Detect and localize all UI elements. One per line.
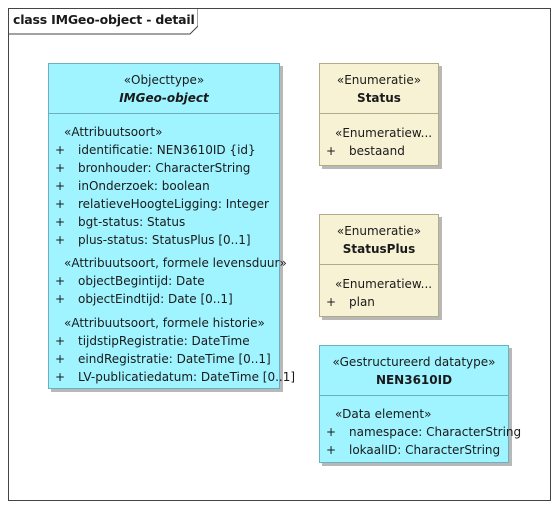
attribute-text: lokaalID: CharacterString: [349, 443, 501, 457]
section-stereotype: «Attribuutsoort, formele levensduur»: [64, 256, 287, 270]
class-nen3610id[interactable]: «Gestructureerd datatype» NEN3610ID «Dat…: [319, 345, 521, 463]
attribute-row[interactable]: + tijdstipRegistratie: DateTime: [49, 332, 279, 350]
attribute-row[interactable]: + objectEindtijd: Date [0..1]: [49, 290, 279, 308]
attribute-row[interactable]: + relatieveHoogteLigging: Integer: [49, 195, 279, 213]
attribute-row[interactable]: + bgt-status: Status: [49, 213, 279, 231]
attribute-row[interactable]: + objectBegintijd: Date: [49, 272, 279, 290]
visibility-marker: +: [55, 370, 66, 384]
attribute-section: «Attribuutsoort, formele historie» + tijd…: [49, 314, 295, 386]
attribute-text: eindRegistratie: DateTime [0..1]: [78, 352, 271, 366]
class-stereotype: «Objecttype»: [123, 73, 205, 87]
class-name: Status: [357, 91, 401, 105]
visibility-marker: +: [55, 233, 66, 247]
visibility-marker: +: [326, 425, 337, 439]
diagram-frame: [8, 8, 551, 501]
class-imgeo-object[interactable]: «Objecttype» IMGeo-object «Attribuutsoor…: [48, 63, 295, 389]
visibility-marker: +: [55, 292, 66, 306]
attribute-text: bgt-status: Status: [78, 215, 186, 229]
attribute-text: plus-status: StatusPlus [0..1]: [78, 233, 251, 247]
compartment-divider: [320, 264, 438, 265]
visibility-marker: +: [55, 143, 66, 157]
attribute-text: relatieveHoogteLigging: Integer: [78, 197, 269, 211]
class-header: «Objecttype» IMGeo-object: [49, 64, 279, 107]
attribute-row[interactable]: + bronhouder: CharacterString: [49, 159, 279, 177]
visibility-marker: +: [55, 197, 66, 211]
literal-text: plan: [349, 295, 375, 309]
attribute-row[interactable]: + lokaalID: CharacterString: [320, 441, 508, 459]
attribute-row[interactable]: + identificatie: NEN3610ID {id}: [49, 141, 279, 159]
literal-text: bestaand: [349, 144, 405, 158]
visibility-marker: +: [55, 274, 66, 288]
visibility-marker: +: [326, 144, 337, 158]
attribute-row[interactable]: + eindRegistratie: DateTime [0..1]: [49, 350, 279, 368]
visibility-marker: +: [55, 161, 66, 175]
attribute-section: «Attribuutsoort» + identificatie: NEN3610…: [49, 123, 279, 249]
literal-row[interactable]: + plan: [320, 293, 438, 311]
class-header: «Enumeratie» Status: [320, 64, 438, 107]
visibility-marker: +: [326, 295, 337, 309]
class-stereotype: «Enumeratie»: [336, 73, 422, 87]
visibility-marker: +: [55, 352, 66, 366]
visibility-marker: +: [55, 215, 66, 229]
attribute-text: objectBegintijd: Date: [78, 274, 205, 288]
compartment-divider: [49, 113, 279, 114]
attribute-text: identificatie: NEN3610ID {id}: [78, 143, 256, 157]
literal-row[interactable]: + bestaand: [320, 142, 438, 160]
attribute-row[interactable]: + namespace: CharacterString: [320, 423, 521, 441]
attribute-text: objectEindtijd: Date [0..1]: [78, 292, 233, 306]
attribute-text: inOnderzoek: boolean: [78, 179, 210, 193]
attribute-section: «Attribuutsoort, formele levensduur» + ob…: [49, 254, 287, 308]
compartment-divider: [320, 113, 438, 114]
attribute-row[interactable]: + inOnderzoek: boolean: [49, 177, 279, 195]
compartment-divider: [320, 395, 508, 396]
literal-section: «Enumeratiew... + plan: [320, 275, 438, 311]
diagram-title: class IMGeo-object - detail: [13, 12, 195, 27]
attribute-text: LV-publicatiedatum: DateTime [0..1]: [78, 370, 296, 384]
section-stereotype: «Attribuutsoort, formele historie»: [64, 316, 265, 330]
section-stereotype: «Attribuutsoort»: [64, 125, 163, 139]
class-header: «Gestructureerd datatype» NEN3610ID: [320, 346, 508, 389]
attribute-text: tijdstipRegistratie: DateTime: [78, 334, 250, 348]
literal-section: «Enumeratiew... + bestaand: [320, 124, 438, 160]
frame-tab-outline: [8, 8, 198, 35]
section-stereotype: «Enumeratiew...: [335, 277, 433, 291]
visibility-marker: +: [55, 179, 66, 193]
class-stereotype: «Enumeratie»: [336, 224, 422, 238]
attribute-text: bronhouder: CharacterString: [78, 161, 251, 175]
attribute-row[interactable]: + LV-publicatiedatum: DateTime [0..1]: [49, 368, 295, 386]
class-name: IMGeo-object: [119, 91, 209, 105]
section-stereotype: «Data element»: [335, 407, 432, 421]
visibility-marker: +: [326, 443, 337, 457]
section-stereotype: «Enumeratiew...: [335, 126, 433, 140]
attribute-row[interactable]: + plus-status: StatusPlus [0..1]: [49, 231, 279, 249]
class-header: «Enumeratie» StatusPlus: [320, 215, 438, 258]
class-name: NEN3610ID: [375, 373, 453, 387]
class-name: StatusPlus: [342, 242, 416, 256]
class-statusplus[interactable]: «Enumeratie» StatusPlus «Enumeratiew... …: [319, 214, 439, 317]
class-status[interactable]: «Enumeratie» Status «Enumeratiew... + bes…: [319, 63, 439, 166]
data-element-section: «Data element» + namespace: CharacterStri…: [320, 405, 521, 459]
class-stereotype: «Gestructureerd datatype»: [332, 355, 496, 369]
attribute-text: namespace: CharacterString: [349, 425, 522, 439]
visibility-marker: +: [55, 334, 66, 348]
